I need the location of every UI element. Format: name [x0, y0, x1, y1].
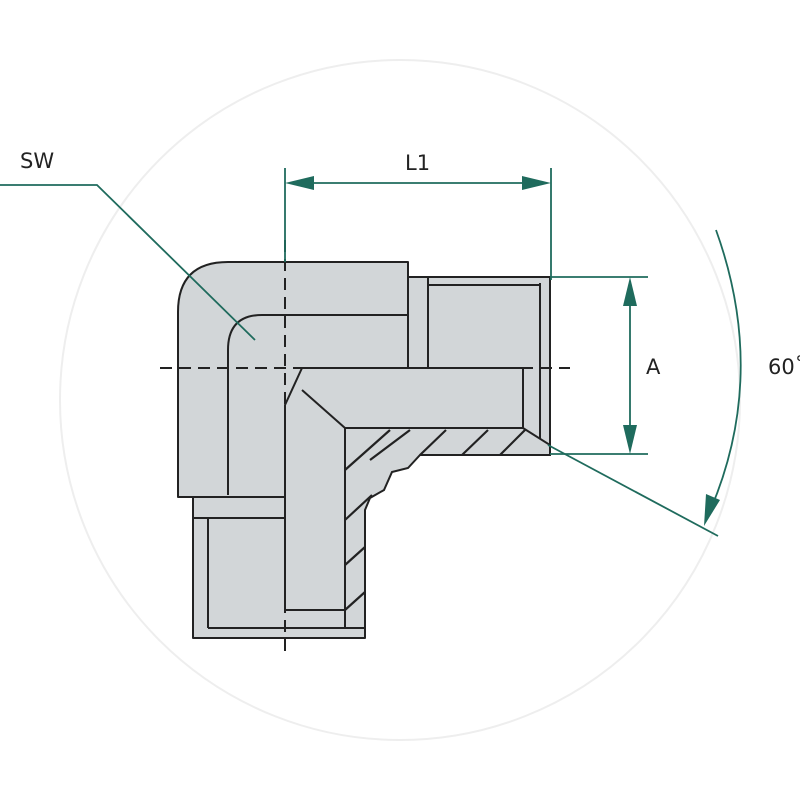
angle-dimension	[547, 229, 742, 537]
watermark-circle	[59, 59, 741, 741]
section-view	[284, 367, 551, 629]
angle-label: 60˚	[768, 355, 800, 379]
sw-label: SW	[20, 149, 54, 173]
l1-dimension	[284, 168, 552, 280]
sw-leader-line	[0, 184, 256, 341]
l1-label: L1	[405, 151, 430, 175]
a-label: A	[646, 355, 661, 379]
right-thread-stub	[407, 276, 551, 455]
a-dimension	[550, 276, 648, 455]
